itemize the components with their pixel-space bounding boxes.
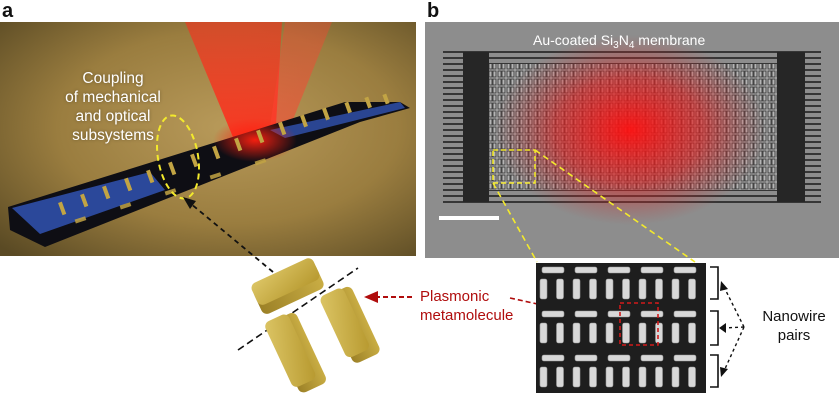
inset-horizontal-rod	[607, 310, 631, 318]
bracket-3	[710, 354, 719, 388]
zoom-line-left	[492, 182, 538, 263]
membrane-title: Au-coated Si3N4 membrane	[533, 32, 706, 51]
inset-horizontal-rod	[640, 266, 664, 274]
metamolecule-3d	[251, 258, 380, 393]
laser-glow	[495, 35, 765, 225]
inset-horizontal-rod	[673, 310, 697, 318]
panel-b-label: b	[427, 0, 440, 22]
inset-vertical-rod	[655, 278, 663, 300]
inset-vertical-rod	[539, 278, 548, 300]
inset-horizontal-rod	[574, 310, 598, 318]
nanowire-brackets	[710, 266, 745, 388]
inset-vertical-rod	[589, 278, 597, 300]
nanowire-bars-lower	[74, 158, 267, 224]
nanowire-bars	[58, 93, 390, 216]
inset-vertical-rod	[688, 278, 696, 300]
inset-horizontal-rod	[640, 310, 664, 318]
nanowire-label: Nanowire pairs	[752, 307, 836, 345]
bracket-1	[710, 266, 719, 300]
inset-vertical-rod	[605, 322, 614, 344]
right-clamp	[777, 52, 805, 202]
inset-vertical-rod	[539, 322, 548, 344]
nanorod-top	[251, 258, 324, 314]
panel-a-label: a	[2, 0, 14, 22]
inset-vertical-rod	[605, 366, 614, 388]
inset-vertical-rod	[671, 278, 680, 300]
dashed-separator	[237, 267, 359, 351]
zoom-line-right	[534, 149, 696, 263]
inset-horizontal-rod	[673, 354, 697, 362]
sem-inset	[536, 263, 706, 393]
inset-vertical-rod	[671, 366, 680, 388]
inset-vertical-rod	[589, 322, 597, 344]
inset-vertical-rod	[655, 366, 663, 388]
membrane-blue-left	[12, 172, 165, 234]
nanowire-line-1: Nanowire	[762, 308, 826, 325]
inset-vertical-rod	[572, 366, 581, 388]
inset-nanorods	[539, 266, 697, 388]
inset-vertical-rod	[622, 366, 630, 388]
inset-horizontal-rod	[541, 266, 565, 274]
panel-b-sem-image	[425, 22, 839, 258]
membrane-strip	[8, 102, 410, 247]
nanorod-left	[265, 312, 326, 393]
nanowire-line-2: pairs	[777, 327, 811, 344]
metamolecule-box	[619, 302, 659, 346]
inset-vertical-rod	[671, 322, 680, 344]
inset-vertical-rod	[605, 278, 614, 300]
caption-line-4: subsystems	[72, 127, 154, 144]
inset-horizontal-rod	[607, 266, 631, 274]
scale-bar	[439, 216, 499, 220]
inset-horizontal-rod	[607, 354, 631, 362]
inset-vertical-rod	[638, 366, 647, 388]
inset-vertical-rod	[638, 322, 647, 344]
caption-line-1: Coupling	[82, 70, 144, 87]
inset-vertical-rod	[572, 278, 581, 300]
bracket-2	[710, 310, 719, 346]
inset-horizontal-rod	[640, 354, 664, 362]
laser-beam	[185, 22, 282, 142]
inset-vertical-rod	[539, 366, 548, 388]
inset-vertical-rod	[556, 278, 564, 300]
plasmonic-line-1: Plasmonic	[420, 288, 490, 305]
zoom-region-box	[492, 149, 536, 184]
caption-line-3: and optical	[75, 108, 151, 125]
inset-horizontal-rod	[673, 266, 697, 274]
inset-vertical-rod	[556, 366, 564, 388]
inset-vertical-rod	[622, 322, 630, 344]
plasmonic-label: Plasmonic metamolecule	[420, 287, 513, 325]
inset-vertical-rod	[589, 366, 597, 388]
inset-vertical-rod	[688, 322, 696, 344]
inset-vertical-rod	[622, 278, 630, 300]
inset-vertical-rod	[638, 278, 647, 300]
membrane-blue-right	[270, 102, 405, 138]
laser-beam-reflection	[270, 22, 332, 127]
caption-line-2: of mechanical	[65, 89, 161, 106]
inset-vertical-rod	[655, 322, 663, 344]
nanorod-right	[320, 286, 380, 363]
inset-horizontal-rod	[541, 310, 565, 318]
plasmonic-line-2: metamolecule	[420, 307, 514, 324]
laser-spot	[213, 118, 297, 162]
inset-horizontal-rod	[574, 354, 598, 362]
inset-vertical-rod	[556, 322, 564, 344]
inset-horizontal-rod	[574, 266, 598, 274]
inset-vertical-rod	[688, 366, 696, 388]
left-clamp	[463, 52, 489, 202]
inset-horizontal-rod	[541, 354, 565, 362]
inset-vertical-rod	[572, 322, 581, 344]
coupling-caption: Coupling of mechanical and optical subsy…	[38, 69, 188, 145]
